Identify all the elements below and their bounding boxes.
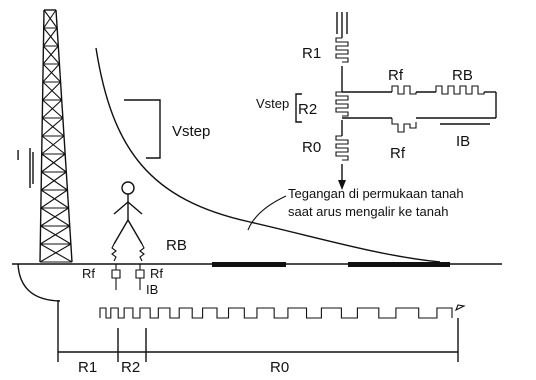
rf-ground-right-label: Rf: [150, 266, 163, 281]
foot-resistors: [111, 264, 145, 290]
vstep-box-label: Vstep: [172, 123, 210, 140]
current-indicator: I: [16, 147, 34, 188]
annotation-leader: [247, 195, 287, 231]
rb-circuit-label: RB: [452, 67, 473, 84]
equivalent-circuit: [295, 12, 497, 190]
annotation-line-1: Tegangan di permukaan tanah: [288, 186, 464, 201]
ib-circuit-label: IB: [456, 133, 470, 150]
rf-bottom-label: Rf: [390, 145, 406, 162]
r1-dimension-label: R1: [78, 359, 97, 376]
ib-person-label: IB: [146, 282, 158, 297]
rf-top-label: Rf: [388, 67, 404, 84]
current-label: I: [16, 147, 20, 164]
current-arrow-head: [454, 304, 466, 312]
vstep-circuit-label: Vstep: [256, 96, 289, 111]
dimension-lines: [57, 300, 459, 362]
vstep-box: Vstep: [124, 99, 210, 159]
r1-circuit-label: R1: [302, 45, 321, 62]
person-figure: [111, 181, 145, 262]
r2-dimension-label: R2: [121, 359, 140, 376]
ground-electrode-arc: [17, 263, 61, 302]
r0-dimension-label: R0: [270, 359, 289, 376]
annotation-line-2: saat arus mengalir ke tanah: [288, 204, 448, 219]
rb-person-label: RB: [166, 237, 187, 254]
surface-voltage-curve: [95, 47, 441, 263]
transmission-tower: [39, 9, 73, 263]
ground-current-path: [99, 307, 453, 319]
r0-circuit-label: R0: [302, 139, 321, 156]
rf-ground-left-label: Rf: [82, 266, 95, 281]
r2-circuit-label: R2: [298, 101, 317, 118]
ground-plate-right: [348, 262, 450, 267]
ground-plate-left: [212, 262, 286, 267]
